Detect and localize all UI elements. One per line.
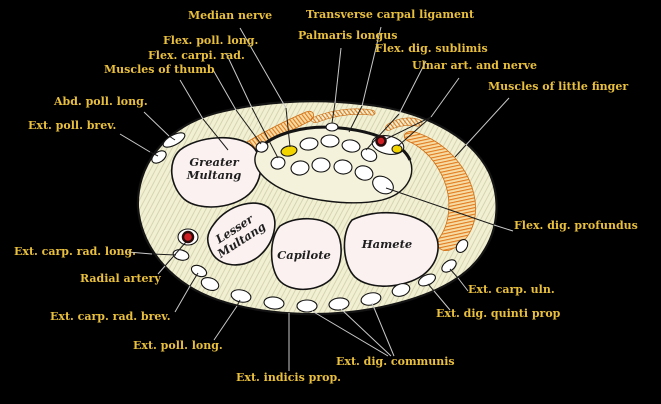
label-ext-poll-brev: Ext. poll. brev.	[28, 119, 117, 132]
tendon-ellipse	[290, 160, 310, 176]
tendon-ellipse	[311, 157, 331, 173]
ext-dig-communis-tendon	[296, 299, 318, 313]
label-muscles-of-thumb: Muscles of thumb	[104, 63, 215, 76]
muscle-sliver	[385, 117, 423, 131]
label-ext-carp-uln: Ext. carp. uln.	[468, 283, 555, 296]
label-abd-poll-long: Abd. poll. long.	[54, 95, 148, 108]
label-radial-artery: Radial artery	[80, 272, 161, 285]
tendon-ellipse	[333, 159, 353, 175]
leader-lines-inner	[149, 102, 495, 307]
tendon-ellipse	[360, 148, 378, 162]
label-flex-carpi-rad: Flex. carpi. rad.	[148, 49, 245, 62]
label-transverse-carpal-ligament: Transverse carpal ligament	[306, 8, 475, 21]
label-flex-poll-long: Flex. poll. long.	[163, 34, 259, 47]
capilote-bone	[270, 217, 342, 291]
tendon-ellipse	[354, 165, 374, 181]
palmaris-longus-tendon	[325, 122, 339, 132]
ext-poll-brev-tendon	[151, 150, 167, 164]
label-palmaris-longus: Palmaris longus	[298, 29, 398, 42]
label-ext-poll-long: Ext. poll. long.	[133, 339, 223, 352]
bone-label-greater-multang: Greater Multang	[186, 155, 242, 182]
ulnar-artery-spot	[375, 135, 387, 147]
tendon-ellipse	[299, 137, 319, 151]
tendon-ellipse	[320, 134, 340, 148]
tendon-ellipse	[200, 277, 220, 291]
label-muscles-of-little-finger: Muscles of little finger	[488, 80, 629, 93]
tendon-ellipse	[341, 139, 361, 153]
label-ulnar-art-and-nerve: Ulnar art. and nerve	[412, 59, 538, 72]
ext-dig-communis-tendon	[328, 297, 350, 311]
hamete-bone	[343, 211, 439, 287]
hypothenar-crescent-texture	[404, 131, 476, 251]
carpal-bones	[171, 136, 439, 291]
lesser-multang-bone	[206, 202, 276, 266]
leader-lines-outer	[119, 26, 514, 371]
peripheral-tendons	[151, 132, 469, 313]
tendon-ellipse	[270, 156, 286, 170]
label-flex-dig-profundus: Flex. dig. profundus	[514, 219, 638, 232]
bone-label-hamete: Hamete	[361, 237, 413, 251]
label-ext-carp-rad-long: Ext. carp. rad. long.	[14, 245, 136, 258]
tendon-ellipse	[391, 283, 411, 297]
label-ext-dig-communis: Ext. dig. communis	[336, 355, 455, 368]
ext-indicis-prop-tendon	[263, 296, 285, 310]
median-nerve-spot	[280, 145, 298, 157]
label-ext-indicis-prop: Ext. indicis prop.	[236, 371, 341, 384]
label-ext-carp-rad-brev: Ext. carp. rad. brev.	[50, 310, 171, 323]
bone-label-capilote: Capilote	[277, 248, 331, 262]
carpal-tunnel	[254, 122, 413, 204]
ext-poll-long-tendon	[230, 289, 252, 303]
ext-carp-uln-tendon	[441, 259, 457, 273]
label-flex-dig-sublimis: Flex. dig. sublimis	[375, 42, 488, 55]
label-median-nerve: Median nerve	[188, 9, 273, 22]
tendon-ellipse	[455, 239, 469, 253]
radial-artery-spot	[181, 230, 195, 244]
muscles-of-little-finger-shape	[403, 130, 476, 252]
ulnar-nerve-spot	[391, 144, 403, 154]
greater-multang-bone	[171, 136, 262, 208]
label-ext-dig-quinti-prop: Ext. dig. quinti prop	[436, 307, 561, 320]
abd-poll-long-tendon	[162, 132, 186, 148]
ulnar-bundle	[371, 135, 405, 155]
radial-bundle	[177, 228, 199, 246]
